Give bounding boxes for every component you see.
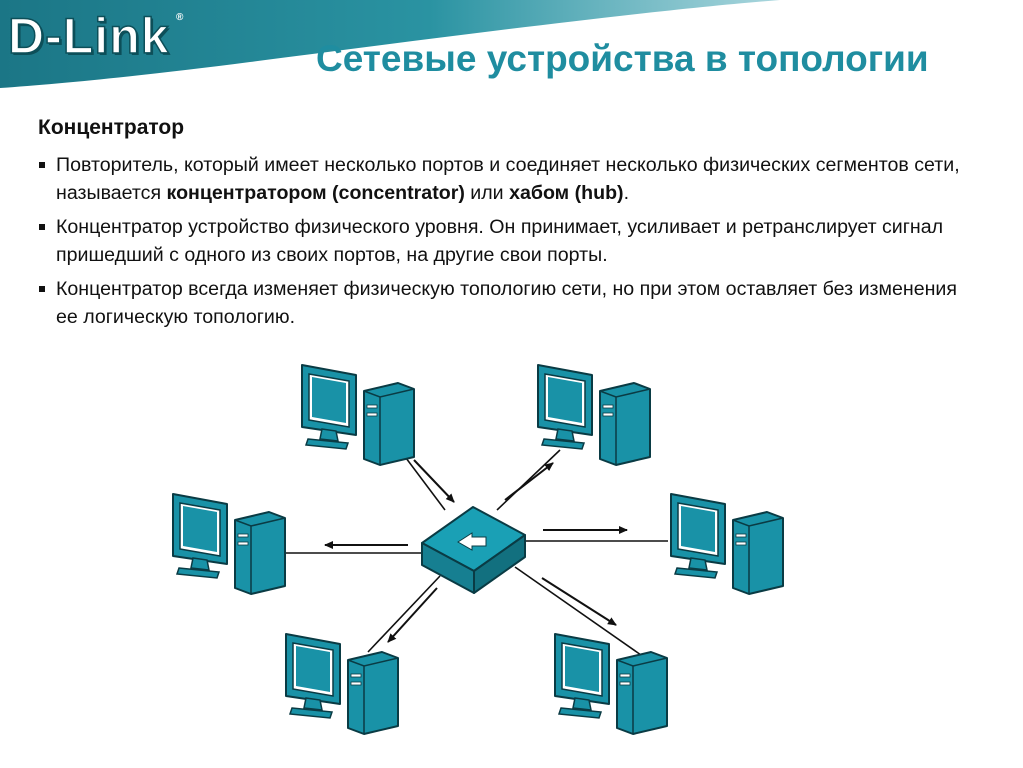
signal-arrows (324, 459, 628, 643)
cable-line (514, 566, 642, 656)
cable-line (399, 449, 446, 511)
cable-lines (283, 449, 668, 656)
bullet-marker (39, 162, 45, 168)
arrow-icon (387, 587, 438, 643)
computer-icon (537, 364, 651, 466)
hub-icon (421, 506, 526, 594)
arrow-icon (504, 462, 554, 501)
section-heading: Концентратор (38, 116, 185, 139)
bullet-text: Повторитель, который имеет несколько пор… (56, 154, 960, 204)
bullet-term-concentrator: концентратором (concentrator) (166, 182, 465, 204)
computer-icon (554, 633, 668, 735)
registered-mark: ® (176, 12, 184, 23)
computer-icon (301, 364, 415, 466)
bullet-item: Повторитель, который имеет несколько пор… (38, 151, 978, 207)
arrow-icon (541, 577, 617, 626)
bullet-marker (39, 224, 45, 230)
bullet-text: или (464, 182, 510, 204)
bullet-text: Концентратор всегда изменяет физическую … (56, 278, 957, 328)
bullet-marker (39, 286, 45, 292)
arrow-icon (413, 459, 455, 503)
slide-title: Сетевые устройства в топологии (316, 38, 929, 79)
header-band (0, 0, 780, 88)
bullet-term-hub: хабом (hub) (509, 182, 624, 204)
cable-line (367, 575, 441, 653)
bullet-item: Концентратор всегда изменяет физическую … (38, 275, 978, 331)
cable-line (496, 449, 561, 511)
computer-icon (285, 633, 399, 735)
bullet-list: Повторитель, который имеет несколько пор… (38, 151, 978, 337)
bullet-item: Концентратор устройство физического уров… (38, 213, 978, 269)
computer-icon (670, 493, 784, 595)
bullet-text: Концентратор устройство физического уров… (56, 216, 944, 266)
computer-icon (172, 493, 286, 595)
bullet-text: . (623, 182, 630, 204)
dlink-logo: D-Link (7, 7, 170, 65)
